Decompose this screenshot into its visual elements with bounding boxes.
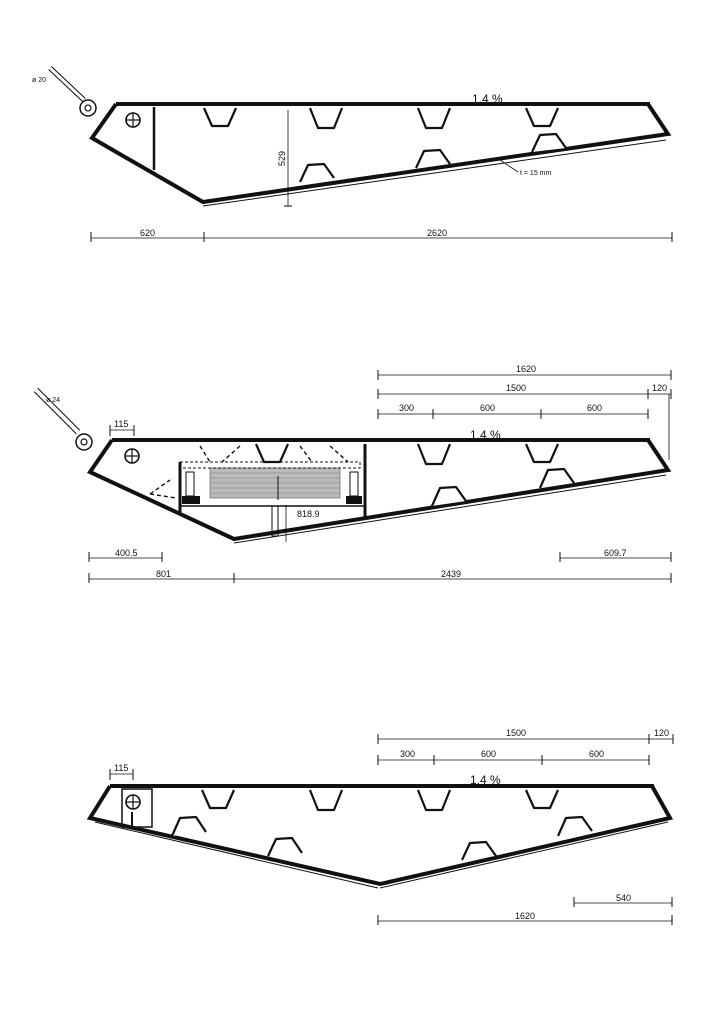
hanger-rod-2 [33, 387, 93, 451]
top-rib [524, 443, 560, 464]
bottom-rib [170, 815, 207, 837]
dim-1500: 1500 [506, 383, 526, 393]
section-3: 1500 120 300 600 600 115 1.4 % [86, 728, 674, 925]
top-rib [416, 443, 452, 466]
top-rib [308, 789, 344, 812]
top-rib [416, 789, 452, 812]
bottom-rib [430, 485, 467, 507]
dim-300: 300 [399, 403, 414, 413]
section-2: ø 24 1620 1500 120 300 600 600 115 [33, 364, 672, 583]
deck-outline-3 [86, 784, 674, 887]
dim-600-a: 600 [480, 403, 495, 413]
dim-600a-3: 600 [481, 749, 496, 759]
dashed-strut [149, 479, 177, 499]
dim-2439: 2439 [441, 569, 461, 579]
dim-115-2: 115 [114, 419, 128, 429]
height-label-1: 529 [277, 151, 287, 166]
top-rib [416, 107, 452, 130]
slope-label-2: 1.4 % [470, 428, 501, 442]
slope-label-3: 1.4 % [470, 773, 501, 787]
top-rib [200, 789, 236, 810]
dim-1620-top: 1620 [516, 364, 536, 374]
dim-left-1: 620 [140, 228, 155, 238]
bottom-rib [556, 815, 593, 837]
slope-label-1: 1.4 % [472, 92, 503, 106]
dim-801: 801 [156, 569, 171, 579]
dim-540: 540 [616, 893, 631, 903]
bottom-rib [299, 162, 335, 183]
bottom-plate-thin-1 [202, 139, 667, 207]
diameter-label-1: ø 20 [32, 77, 46, 84]
bottom-plate-thin-2 [233, 474, 667, 544]
damper-unit [178, 444, 367, 537]
dim-115-3: 115 [114, 763, 128, 773]
dim-600b-3: 600 [589, 749, 604, 759]
top-rib [524, 789, 560, 810]
dim-6097: 609.7 [604, 548, 627, 558]
bottom-rib [415, 148, 451, 169]
bottom-rib [267, 836, 303, 857]
dim-300-3: 300 [400, 749, 415, 759]
deck-outline-1 [89, 102, 672, 205]
dim-right-1: 2620 [427, 228, 447, 238]
top-rib [308, 107, 344, 130]
bottom-rib [538, 467, 575, 489]
bottom-plate-thin-3 [379, 821, 669, 889]
top-rib [202, 107, 238, 128]
dim-120: 120 [652, 383, 667, 393]
dim-1620-3: 1620 [515, 911, 535, 921]
thickness-label-1: t = 15 mm [520, 170, 551, 177]
hanger-rod-1 [48, 66, 97, 117]
dim-120-3: 120 [654, 728, 669, 738]
deck-outline-2 [87, 438, 672, 542]
section-1: ø 20 1.4 % 529 t = 15 mm 620 [32, 66, 673, 242]
bottom-rib [461, 840, 497, 861]
dim-1500-3: 1500 [506, 728, 526, 738]
dashed-strut [199, 445, 349, 463]
dim-4005: 400.5 [115, 548, 138, 558]
end-block-3 [121, 788, 153, 828]
top-rib [254, 443, 290, 464]
diameter-label-2: ø 24 [46, 397, 60, 404]
dim-600-b: 600 [587, 403, 602, 413]
top-rib [524, 107, 560, 128]
dim-818: 818.9 [297, 509, 320, 519]
bottom-rib [531, 132, 567, 153]
